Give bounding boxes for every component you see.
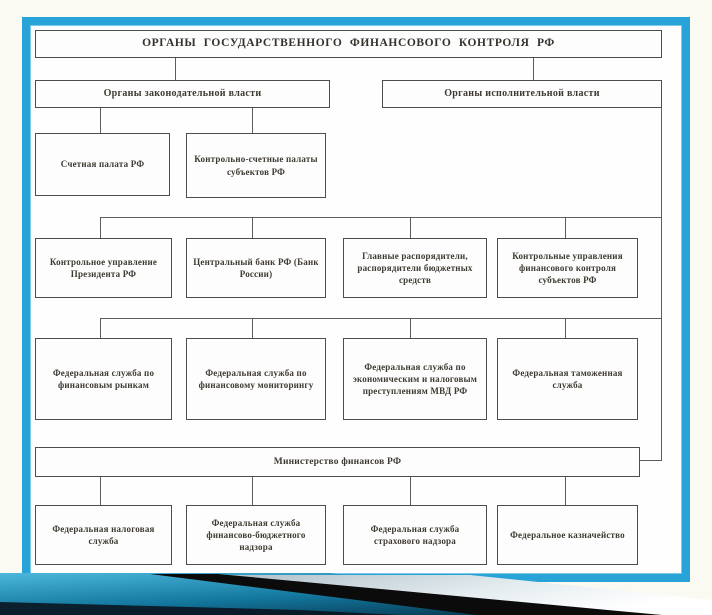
node-tax-service: Федеральная налоговая служба (35, 505, 172, 565)
node-budget-supervision-service: Федеральная служба финансово-бюджетного … (186, 505, 326, 565)
connector-trunk-row3 (100, 217, 662, 218)
footer-silver-stripe (215, 575, 712, 615)
connector-legislative-to-regional-chambers (252, 108, 253, 133)
connector-row3-drop3 (410, 217, 411, 238)
node-regional-accounts-chambers: Контрольно-счетные палаты субъектов РФ (186, 133, 326, 198)
connector-row4-drop4 (565, 318, 566, 338)
connector-row3-drop4 (565, 217, 566, 238)
connector-title-to-executive (533, 58, 534, 80)
node-regional-financial-control: Контрольные управления финансового контр… (497, 238, 638, 298)
connector-ministry-drop4 (565, 477, 566, 505)
connector-ministry-drop3 (410, 477, 411, 505)
connector-ministry-drop1 (100, 477, 101, 505)
connector-row3-drop2 (252, 217, 253, 238)
node-treasury: Федеральное казначейство (497, 505, 638, 565)
node-insurance-supervision-service: Федеральная служба страхового надзора (343, 505, 487, 565)
node-central-bank: Центральный банк РФ (Банк России) (186, 238, 326, 298)
connector-ministry-drop2 (252, 477, 253, 505)
node-presidential-control: Контрольное управление Президента РФ (35, 238, 172, 298)
slide-frame (22, 17, 690, 582)
connector-row3-drop1 (100, 217, 101, 238)
connector-row4-drop3 (410, 318, 411, 338)
connector-executive-bus-vertical (661, 108, 662, 461)
footer-decoration (0, 573, 712, 615)
node-financial-monitoring-service: Федеральная служба по финансовому монито… (186, 338, 326, 420)
node-ministry-of-finance: Министерство финансов РФ (35, 447, 640, 477)
node-root-title: ОРГАНЫ ГОСУДАРСТВЕННОГО ФИНАНСОВОГО КОНТ… (35, 30, 662, 58)
node-budget-administrators: Главные распорядители, распорядители бюд… (343, 238, 487, 298)
connector-legislative-to-accounts-chamber (100, 108, 101, 133)
connector-row4-drop1 (100, 318, 101, 338)
node-economic-tax-crimes-service: Федеральная служба по экономическим и на… (343, 338, 487, 420)
connector-bus-to-ministry (640, 460, 662, 461)
footer-navy-band (0, 602, 400, 615)
connector-title-to-legislative (175, 58, 176, 80)
node-customs-service: Федеральная таможенная служба (497, 338, 638, 420)
footer-black-stripe (150, 574, 662, 615)
connector-trunk-row4 (100, 318, 662, 319)
node-executive-branch: Органы исполнительной власти (382, 80, 662, 108)
connector-row4-drop2 (252, 318, 253, 338)
node-accounts-chamber: Счетная палата РФ (35, 133, 170, 196)
node-financial-markets-service: Федеральная служба по финансовым рынкам (35, 338, 172, 420)
node-legislative-branch: Органы законодательной власти (35, 80, 330, 108)
